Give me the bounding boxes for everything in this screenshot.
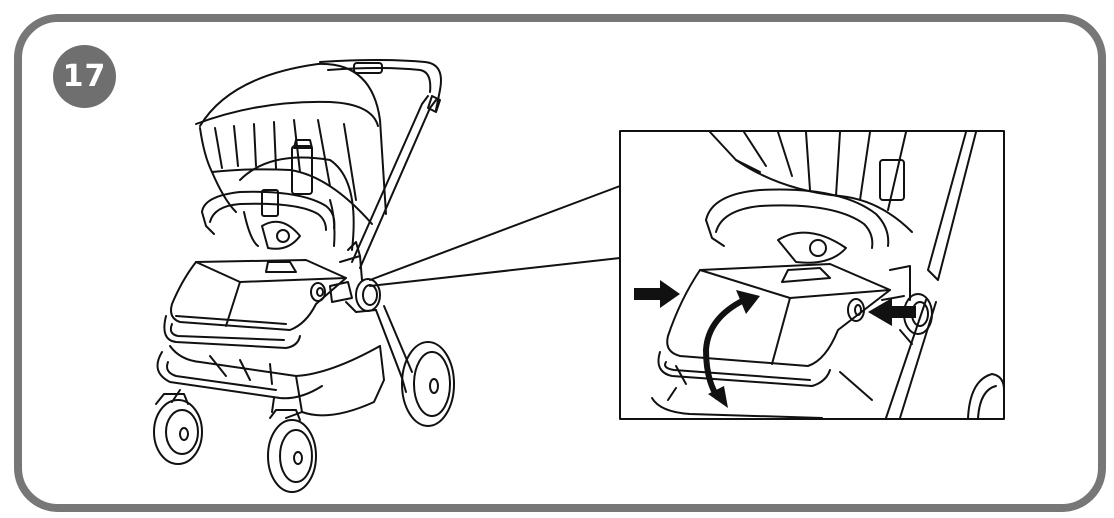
seat-recline-detail <box>619 130 1005 420</box>
rotate-curved-arrow <box>702 290 760 408</box>
step-number: 17 <box>62 59 107 94</box>
press-left-arrow <box>634 280 680 308</box>
press-right-arrow <box>868 298 916 326</box>
step-badge: 17 <box>53 45 116 108</box>
callout <box>369 185 621 287</box>
stroller-overview <box>153 59 455 493</box>
